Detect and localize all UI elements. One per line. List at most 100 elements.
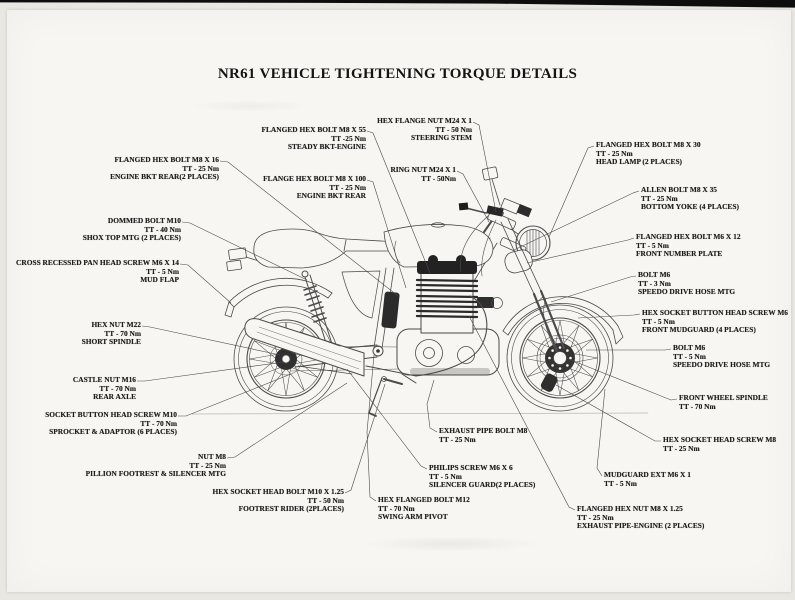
seat-cowl — [253, 228, 399, 269]
airbox — [381, 291, 400, 329]
leader-line-steering-stem — [472, 121, 497, 213]
callout-line: FLANGED HEX BOLT M6 X 12 — [636, 232, 741, 241]
callout-line: TT - 70 Nm — [104, 328, 141, 338]
exhaust-header-pipe — [365, 295, 488, 377]
callout-line: TT - 25 Nm — [663, 443, 700, 453]
callout-line: FRONT WHEEL SPINDLE — [679, 393, 768, 402]
fork-slider — [532, 292, 559, 353]
callout-line: TT - 5 Nm — [429, 471, 462, 481]
silencer-guard-strip — [299, 331, 341, 347]
callout-line: BOLT M6 — [638, 270, 671, 279]
leader-line-engine-bkt-rear-2places — [219, 160, 399, 297]
callout-line: TT - 3 Nm — [638, 278, 671, 288]
instrument-pod — [516, 204, 532, 218]
callout-line: SPEEDO DRIVE HOSE MTG — [673, 360, 771, 370]
callout-line: BOLT M6 — [673, 343, 706, 352]
leader-line-shox-top-mtg — [181, 221, 308, 281]
bar-end-grip — [458, 202, 469, 211]
fuel-tank — [383, 222, 494, 268]
leader-line-steady-bkt-engine — [366, 130, 431, 274]
callout-line: SPEEDO DRIVE HOSE MTG — [638, 287, 736, 297]
callout-line: TT - 70 Nm — [679, 401, 716, 411]
callout-line: SHORT SPINDLE — [81, 337, 141, 347]
callout-line: NUT M8 — [198, 452, 226, 461]
callout-line: TT - 5 Nm — [642, 316, 675, 326]
callout-line: HEX SOCKET HEAD BOLT M10 X 1.25 — [212, 487, 345, 496]
clip-on-handlebar — [465, 207, 487, 214]
seat-seam — [343, 239, 347, 252]
leader-line-speedo-drive-hose-upper — [550, 275, 637, 303]
leader-line-front-mudguard — [577, 313, 641, 319]
callout-line: MUD FLAP — [140, 275, 179, 285]
shock-absorber — [301, 270, 334, 354]
leader-line-footrest-rider — [344, 383, 386, 494]
callout-line: TT - 50 Nm — [435, 124, 472, 134]
leader-line-silencer-guard — [346, 368, 428, 470]
leader-line-head-lamp — [548, 145, 595, 238]
silencer — [244, 318, 365, 377]
throttle-cluster — [486, 205, 504, 217]
leader-line-rear-axle — [137, 361, 285, 382]
tank-cap — [431, 222, 445, 228]
rear-wheel — [233, 306, 339, 412]
callout-line: SPROCKET & ADAPTOR (6 PLACES) — [49, 427, 177, 437]
callout-line: ALLEN BOLT M8 X 35 — [641, 185, 717, 194]
leader-line-front-brake-screw — [555, 384, 661, 442]
callout-line: FOOTREST RIDER (2PLACES) — [238, 504, 344, 514]
callout-line: TT - 25 Nm — [641, 193, 678, 203]
front-brake-disc — [536, 334, 584, 382]
motorcycle-line-art — [191, 166, 649, 417]
callout-line: TT - 40 Nm — [144, 224, 181, 234]
primary-cover — [415, 339, 443, 367]
callout-line: TT - 25 Nm — [182, 163, 219, 173]
control-cable — [460, 215, 489, 273]
leader-line-mud-flap — [179, 263, 232, 304]
callout-line: TT - 25 Nm — [189, 460, 226, 470]
top-yoke — [487, 210, 517, 231]
steering-assembly — [458, 166, 532, 277]
callout-line: RING NUT M24 X 1 — [390, 165, 456, 174]
callout-line: CASTLE NUT M16 — [72, 375, 136, 384]
headlamp-grille — [526, 229, 540, 257]
callout-line: TT - 5 Nm — [146, 266, 179, 276]
callout-line: TT - 25 Nm — [329, 182, 366, 192]
callout-line: TT - 50Nm — [421, 173, 456, 183]
callout-line: BOTTOM YOKE (4 PLACES) — [641, 202, 739, 212]
callout-line: TT - 5 Nm — [636, 240, 669, 250]
callout-line: FRONT NUMBER PLATE — [636, 249, 723, 259]
callout-line: ENGINE BKT REAR — [296, 191, 366, 201]
mirror-stalk — [491, 178, 501, 206]
leader-line-short-spindle — [141, 325, 281, 356]
leader-line-engine-bkt-rear — [366, 179, 407, 289]
leader-line-exhaust-pipe-bolt — [426, 379, 438, 433]
leader-line-front-wheel-spindle — [565, 357, 678, 401]
callout-line: FLANGE HEX BOLT M8 X 100 — [263, 174, 366, 183]
callout-line: SILENCER GUARD(2 PLACES) — [429, 480, 536, 490]
leader-line-bottom-yoke — [513, 190, 640, 251]
mudguard-extension — [612, 325, 624, 345]
callout-line: HEX SOCKET BUTTON HEAD SCREW M6 — [642, 308, 788, 317]
rear-axle-nut — [281, 354, 291, 364]
callout-line: CROSS RECESSED PAN HEAD SCREW M6 X 14 — [16, 258, 179, 267]
leader-line-ring-nut — [456, 170, 490, 223]
rider-footpeg — [383, 378, 403, 385]
